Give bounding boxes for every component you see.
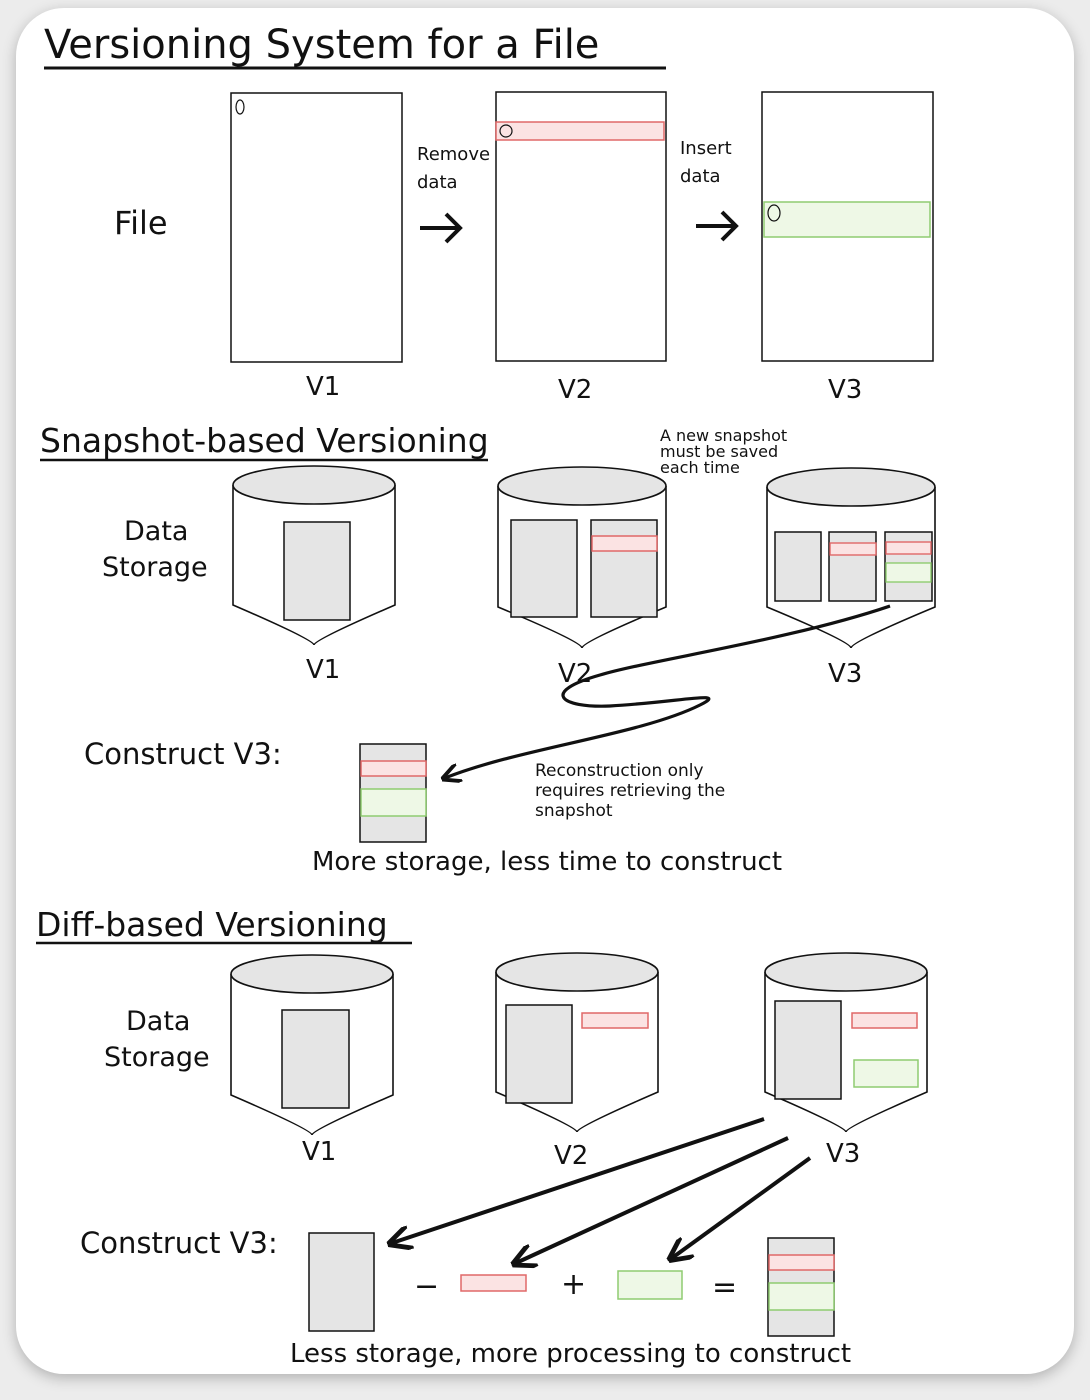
snapshot-heading: Snapshot-based Versioning xyxy=(40,421,489,460)
inserted-block xyxy=(763,201,931,238)
remove-label-line1: Remove xyxy=(417,144,490,165)
diff-v3-label: V3 xyxy=(826,1139,860,1169)
snapshot-note-line1: A new snapshot xyxy=(660,426,787,445)
diff-construct-label: Construct V3: xyxy=(80,1226,278,1260)
file-v2-label: V2 xyxy=(558,375,592,405)
removed-block xyxy=(495,121,665,141)
recon-note-line1: Reconstruction only xyxy=(535,761,704,781)
snapshot-v1-storage xyxy=(232,465,396,646)
diff-storage-label-1: Data xyxy=(126,1006,190,1037)
marker-2-icon xyxy=(499,124,513,138)
diff-v3-removed-diff xyxy=(851,1012,918,1029)
diff-constructed-v3 xyxy=(767,1237,835,1337)
snapshot-note-line2: must be saved xyxy=(660,442,778,461)
diff-v3-storage xyxy=(764,952,928,1133)
equals-operator: = xyxy=(712,1270,737,1305)
snapshot-v2-removed-block xyxy=(591,535,658,552)
snapshot-constructed-v3 xyxy=(359,743,427,843)
snapshot-v3-removed-block-c xyxy=(885,541,932,555)
diff-construct-base-file xyxy=(308,1232,375,1332)
snapshot-v1-label: V1 xyxy=(306,655,340,685)
snapshot-v2-file-a xyxy=(510,519,578,618)
remove-label-line2: data xyxy=(417,172,458,193)
snapshot-v3-storage xyxy=(766,467,936,649)
diff-v1-label: V1 xyxy=(302,1137,336,1167)
arrow-right-icon xyxy=(696,210,739,242)
page-title: Versioning System for a File xyxy=(44,22,599,68)
snapshot-v1-file xyxy=(283,521,351,621)
snapshot-v3-file-a xyxy=(774,531,822,602)
snapshot-v3-removed-block-b xyxy=(829,542,877,556)
snapshot-note-line3: each time xyxy=(660,458,740,477)
insert-label-line1: Insert xyxy=(680,138,732,159)
snapshot-storage-label-2: Storage xyxy=(102,552,208,583)
diff-v2-label: V2 xyxy=(554,1141,588,1171)
file-v1-label: V1 xyxy=(306,372,340,402)
diff-v2-storage xyxy=(495,952,659,1133)
file-v2-page xyxy=(495,91,667,362)
file-v3-page xyxy=(761,91,934,362)
diff-v1-storage xyxy=(230,954,394,1136)
diff-v2-removed-diff xyxy=(581,1012,649,1029)
diff-construct-removed xyxy=(460,1274,527,1292)
diff-v3-inserted-diff xyxy=(853,1059,919,1088)
snapshot-storage-label-1: Data xyxy=(124,516,188,547)
diff-storage-label-2: Storage xyxy=(104,1042,210,1073)
recon-note-line2: requires retrieving the xyxy=(535,781,725,801)
diff-v1-file xyxy=(281,1009,350,1109)
file-row-label: File xyxy=(114,204,168,242)
snapshot-v3-inserted-block xyxy=(885,562,932,583)
marker-3-icon xyxy=(767,204,781,222)
snapshot-v2-storage xyxy=(497,466,667,649)
diff-v2-base-file xyxy=(505,1004,573,1104)
diff-summary: Less storage, more processing to constru… xyxy=(290,1339,851,1369)
marker-1-icon xyxy=(235,99,245,115)
snapshot-construct-label: Construct V3: xyxy=(84,737,282,771)
diff-v3-base-file xyxy=(774,1000,842,1100)
file-v3-label: V3 xyxy=(828,375,862,405)
diff-heading: Diff-based Versioning xyxy=(36,905,388,944)
plus-operator: + xyxy=(561,1267,586,1302)
file-v1-page xyxy=(230,92,403,363)
minus-operator: − xyxy=(414,1269,439,1304)
retrieve-snapshot-arrow xyxy=(445,604,891,778)
retrieve-base-arrow xyxy=(392,1117,765,1243)
retrieve-inserted-arrow xyxy=(672,1156,812,1258)
retrieve-removed-arrow xyxy=(516,1136,789,1263)
snapshot-v2-file-b xyxy=(590,519,658,618)
recon-note-line3: snapshot xyxy=(535,801,613,821)
arrow-right-icon xyxy=(420,212,463,244)
snapshot-summary: More storage, less time to construct xyxy=(312,847,782,877)
diff-construct-inserted xyxy=(617,1270,683,1300)
insert-label-line2: data xyxy=(680,166,721,187)
snapshot-v3-label: V3 xyxy=(828,659,862,689)
